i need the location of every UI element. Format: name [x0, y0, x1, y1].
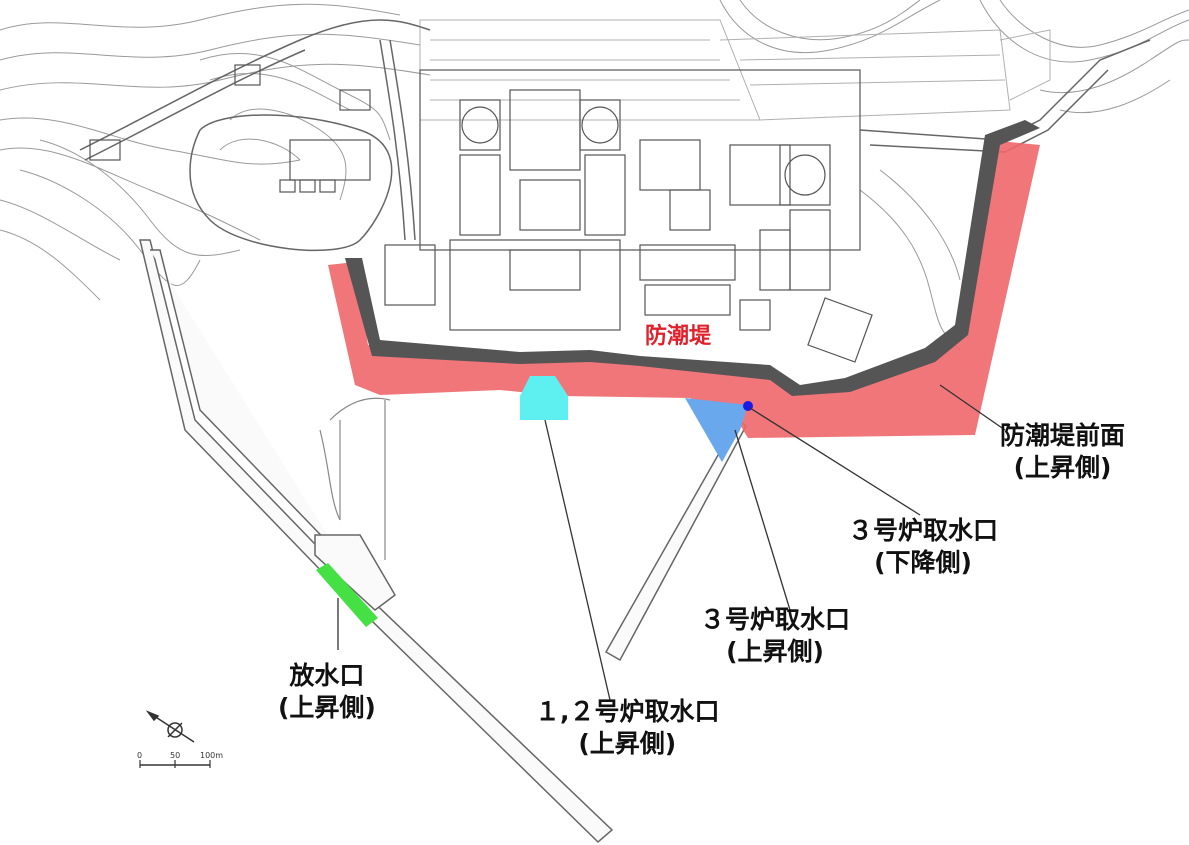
unit3-intake-down-label: ３号炉取水口 (下降側) [848, 515, 998, 579]
unit3-intake-down-name: ３号炉取水口 [848, 516, 999, 545]
unit3-intake-up-area [685, 398, 748, 462]
scale-tick-0: 0 [137, 751, 142, 760]
breakwater [139, 239, 614, 844]
leader-lines [337, 384, 1006, 701]
seawall-front-side: (上昇側) [1013, 453, 1112, 482]
scale-bar: 0 50 100m [137, 751, 223, 768]
harbor-lines [319, 397, 391, 560]
north-arrow-icon [145, 710, 195, 743]
unit12-intake-side: (上昇側) [578, 729, 677, 758]
scale-tick-100: 100m [200, 751, 223, 760]
unit3-intake-up-name: ３号炉取水口 [700, 605, 851, 634]
unit3-intake-up-label: ３号炉取水口 (上昇側) [700, 604, 850, 668]
unit12-intake-area [520, 376, 568, 420]
seawall-label: 防潮堤 [645, 324, 712, 349]
roads [79, 19, 1151, 252]
scale-tick-50: 50 [170, 751, 180, 760]
seawall-front-name: 防潮堤前面 [1000, 421, 1126, 450]
terrain-contours [0, 0, 1189, 351]
seawall-front-label: 防潮堤前面 (上昇側) [1000, 420, 1125, 484]
unit12-intake-name: １,２号炉取水口 [535, 697, 720, 726]
unit3-intake-up-side: (上昇側) [726, 637, 824, 666]
seawall-area [328, 140, 1040, 438]
plant-buildings [89, 64, 873, 363]
outfall-side: (上昇側) [278, 693, 376, 722]
outfall-name: 放水口 [289, 661, 365, 690]
seawall-wall [345, 120, 1040, 396]
unit3-intake-down-side: (下降側) [874, 548, 972, 577]
outfall-area [316, 563, 378, 627]
unit12-intake-label: １,２号炉取水口 (上昇側) [535, 696, 720, 760]
outfall-label: 放水口 (上昇側) [278, 660, 376, 724]
